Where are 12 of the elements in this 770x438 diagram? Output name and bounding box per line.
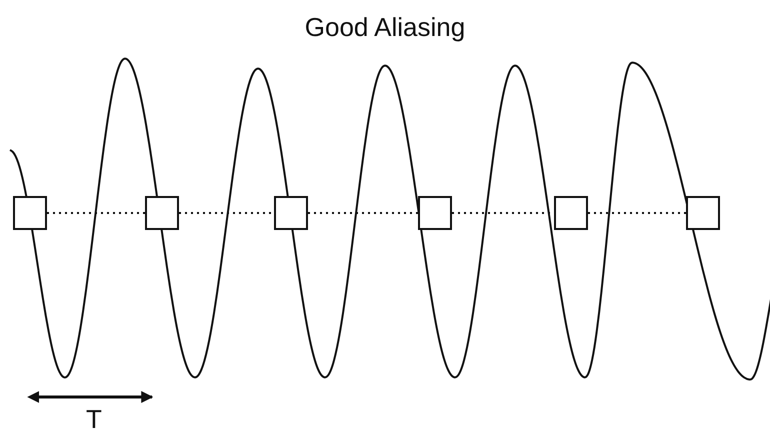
title: Good Aliasing (304, 12, 466, 43)
dotted-line (588, 212, 686, 214)
sample-square (274, 196, 308, 230)
sample-square (554, 196, 588, 230)
dotted-line (308, 212, 418, 214)
period-label: T (86, 404, 102, 435)
sample-square (145, 196, 179, 230)
sample-square (686, 196, 720, 230)
sample-square (13, 196, 47, 230)
sample-square (418, 196, 452, 230)
dotted-line (179, 212, 274, 214)
dotted-line (47, 212, 145, 214)
